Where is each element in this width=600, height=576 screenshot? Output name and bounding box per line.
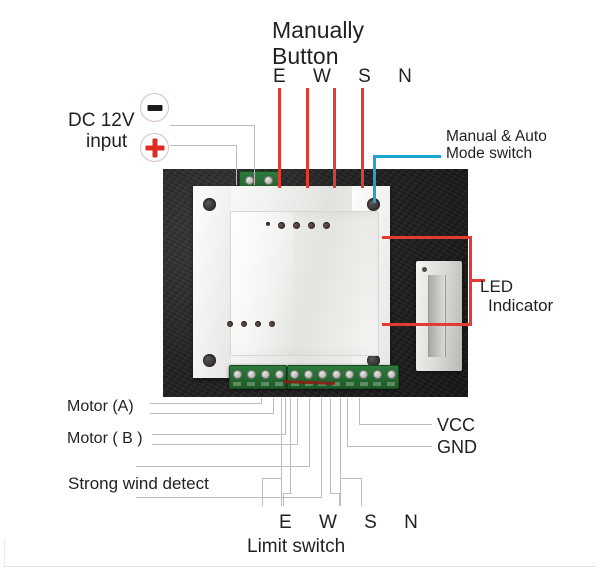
mount-hole-top-right <box>367 198 380 211</box>
controller-enclosure <box>193 186 390 378</box>
bracket-hole <box>422 267 427 272</box>
bottom-direction-labels: E W S N <box>279 512 429 533</box>
bracket-slot <box>428 275 446 357</box>
vcc-line-v <box>359 398 360 425</box>
minus-bar <box>147 104 162 111</box>
wind-line-v2 <box>321 398 322 498</box>
limit-switch-terminal-block <box>287 365 399 389</box>
gnd-line-v <box>347 398 348 447</box>
dc-negative-line-v <box>254 125 255 185</box>
motor-a-line-h1 <box>150 403 262 404</box>
motor-b-line-h2 <box>152 444 298 445</box>
plus-bar-vertical <box>152 138 157 157</box>
dc-positive-line-h <box>170 145 237 146</box>
motor-a-line-v1 <box>261 398 262 404</box>
led-indicator <box>255 321 261 327</box>
callout-line-led-top <box>382 236 472 239</box>
led-indicator <box>323 222 330 229</box>
terminal-screws <box>230 369 286 380</box>
callout-line-mode-switch-vertical <box>373 155 376 203</box>
led-indicator <box>241 321 247 327</box>
led-indicator <box>293 222 300 229</box>
side-bracket-accessory <box>416 261 462 371</box>
motor-b-line-v1 <box>285 398 286 435</box>
led-indicator <box>278 222 285 229</box>
vcc-line-h <box>359 424 432 425</box>
mode-switch-line1: Manual & Auto <box>446 128 547 145</box>
limit-e-line-v-bot <box>262 478 263 506</box>
strong-wind-detect-label: Strong wind detect <box>68 474 209 493</box>
led-indicator-row-top <box>266 222 330 229</box>
terminal-screws <box>288 369 398 380</box>
mount-hole-top-left <box>203 198 216 211</box>
motor-b-line-v2 <box>297 398 298 445</box>
minus-circle-icon <box>140 93 169 122</box>
dc-input-line2: input <box>86 131 128 153</box>
top-direction-labels: E W S N <box>273 66 423 87</box>
limit-s-line-v-top <box>330 398 331 494</box>
led-indicator-row-bottom <box>227 321 275 327</box>
terminal-screws <box>240 175 278 186</box>
plus-circle-icon <box>140 133 169 162</box>
limit-switch-label: Limit switch <box>247 536 346 557</box>
limit-s-line-h <box>330 493 340 494</box>
led-indicator <box>266 222 270 226</box>
limit-w-line-h <box>283 493 292 494</box>
motor-a-line-h2 <box>150 413 274 414</box>
motor-a-line-v2 <box>273 398 274 414</box>
dc-negative-line-h <box>170 125 255 126</box>
callout-line-button-w <box>306 88 309 188</box>
wind-line-h2 <box>136 497 322 498</box>
limit-n-line-v-top <box>340 398 341 506</box>
callout-line-mode-switch-horizontal <box>373 155 441 158</box>
limit-w-line-v-bot <box>283 493 284 506</box>
led-indicator <box>269 321 275 327</box>
wind-line-v1 <box>309 398 310 467</box>
limit-e-line-h <box>262 478 282 479</box>
callout-line-led-bottom <box>382 323 472 326</box>
wind-line-h1 <box>136 466 310 467</box>
motor-b-line-h1 <box>152 434 286 435</box>
limit-s-line-v-bot <box>339 493 340 506</box>
left-divider <box>4 540 5 567</box>
limit-w-line-v-top <box>290 398 291 494</box>
limit-n-line-h <box>340 478 362 479</box>
lid-reflection <box>231 212 293 355</box>
led-line2: Indicator <box>488 296 554 316</box>
limit-e-line-v-top <box>281 398 282 506</box>
dc-positive-line-v <box>236 145 237 185</box>
enclosure-lid <box>230 211 379 356</box>
callout-line-button-n <box>361 88 364 188</box>
motor-terminal-block <box>229 365 287 389</box>
controller-photo <box>163 169 468 397</box>
mode-switch-line2: Mode switch <box>446 145 533 163</box>
limit-n-line-v-bot <box>361 478 362 506</box>
led-indicator <box>227 321 233 327</box>
led-indicator <box>308 222 315 229</box>
gnd-label: GND <box>437 437 477 457</box>
gnd-line-h <box>347 446 432 447</box>
bottom-divider <box>4 566 596 567</box>
callout-line-button-s <box>333 88 336 188</box>
mount-hole-bottom-left <box>203 354 216 367</box>
mount-ear-left <box>193 186 231 378</box>
vcc-label: VCC <box>437 415 476 435</box>
callout-line-led-stub <box>469 279 485 282</box>
mount-hole-bottom-right <box>367 354 380 367</box>
motor-a-label: Motor (A) <box>67 398 134 415</box>
callout-line-button-e <box>278 88 281 188</box>
terminal-pins <box>230 380 286 387</box>
motor-b-label: Motor ( B ) <box>67 430 143 447</box>
led-line1: LED <box>480 277 514 296</box>
dc-input-line1: DC 12V <box>68 110 135 131</box>
manually-button-label: Manually Button <box>272 17 365 69</box>
